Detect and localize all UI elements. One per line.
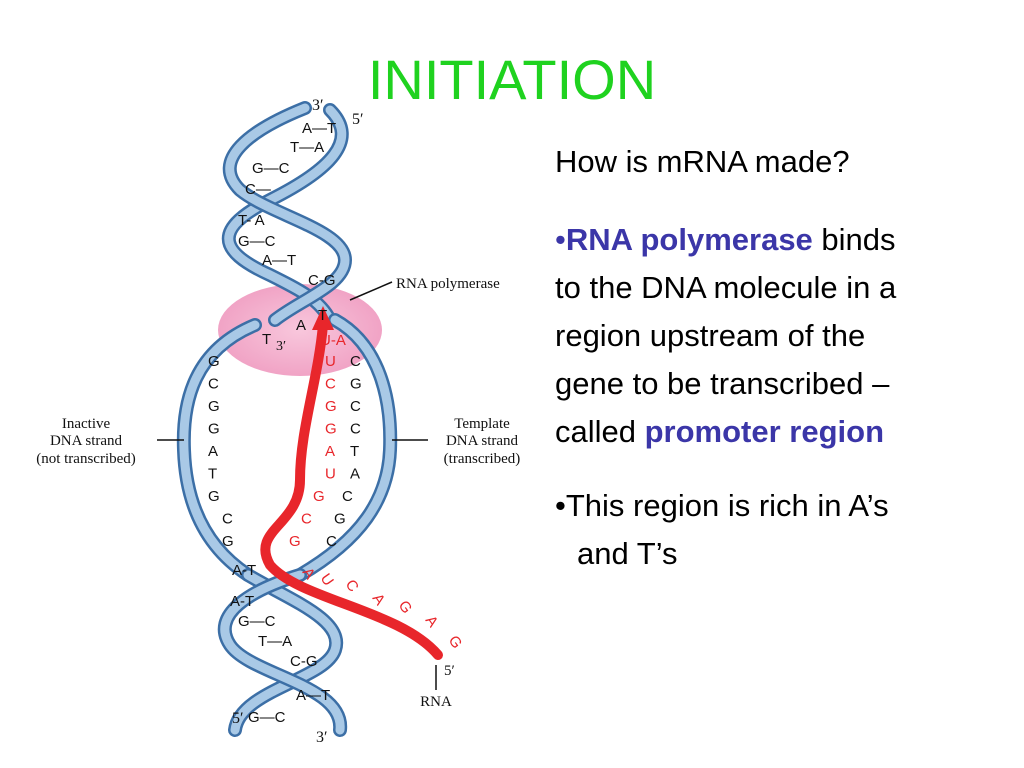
template-base: G <box>334 511 346 528</box>
template-base: C <box>350 353 361 370</box>
nascent-rna-base: A <box>422 613 442 631</box>
label-rna: RNA <box>420 694 452 710</box>
inactive-base: C <box>222 511 233 528</box>
base-pair-row: A—T <box>262 252 296 269</box>
template-base: C <box>350 398 361 415</box>
poly-pair-right: T <box>318 307 327 324</box>
inactive-base: C <box>208 376 219 393</box>
dna-helix-bottom <box>217 568 348 737</box>
mid-left-t: T <box>262 331 271 348</box>
rna-base: A <box>325 443 335 460</box>
rna-strand <box>260 320 443 660</box>
bullet1-line5-prefix: called <box>555 414 645 449</box>
base-pair-row: A—T <box>296 687 330 704</box>
bullet1-line4: gene to be transcribed – <box>555 366 890 401</box>
bullet2-line2: and T’s <box>577 536 678 571</box>
base-pair-row: G—C <box>238 233 276 250</box>
top-5prime: 5′ <box>352 111 364 128</box>
inactive-base: G <box>208 421 220 438</box>
label-template-1: Template <box>454 416 510 432</box>
base-pair-row: C-G <box>308 272 336 289</box>
nascent-rna-base: U <box>317 571 337 590</box>
bottom-5prime: 5′ <box>232 710 244 727</box>
base-pair-row: C— <box>245 181 271 198</box>
label-inactive-1: Inactive <box>62 416 111 432</box>
bottom-3prime: 3′ <box>316 729 328 746</box>
rna-base: C <box>301 511 312 528</box>
dna-bubble <box>176 313 398 582</box>
bullet-rna-polymerase: •RNA polymerase binds to the DNA molecul… <box>555 216 1015 456</box>
base-pair-row: T- A <box>238 212 265 229</box>
rna-base: G <box>325 421 337 438</box>
inactive-base: G <box>222 533 234 550</box>
rna-5prime: 5′ <box>444 663 455 679</box>
base-pair-row: A-T <box>230 593 254 610</box>
top-base-pairs: A—TT—AG—CC—T- AG—CA—TC-G <box>238 120 336 289</box>
inactive-base: G <box>208 488 220 505</box>
bullet1-after: binds <box>812 222 896 257</box>
rna-arrowhead <box>312 306 334 330</box>
inactive-base: G <box>208 353 220 370</box>
inactive-base: G <box>208 398 220 415</box>
bullet2-line1: •This region is rich in A’s <box>555 488 889 523</box>
inactive-base: T <box>208 466 217 483</box>
question-text: How is mRNA made? <box>555 144 850 179</box>
label-inactive-2: DNA strand <box>50 433 123 449</box>
rna-base: U <box>325 353 336 370</box>
mid-3prime: 3′ <box>276 339 286 354</box>
rna-base: G <box>289 533 301 550</box>
dna-helix-top <box>221 101 353 327</box>
template-base: C <box>350 421 361 438</box>
transcription-diagram: A—TT—AG—CC—T- AG—CA—TC-G A-TA-TG—CT—AC-G… <box>36 97 521 746</box>
emphasis-promoter-region: promoter region <box>644 414 885 449</box>
rna-base: C <box>325 376 336 393</box>
base-pair-row: T—A <box>290 139 324 156</box>
base-pair-row: C-G <box>290 653 318 670</box>
rna-base: G <box>325 398 337 415</box>
template-base: A <box>350 466 360 483</box>
bottom-base-pairs: A-T A-T G—C T—A C-G A—T G—C <box>230 562 330 726</box>
inactive-base: A <box>208 443 218 460</box>
top-3prime: 3′ <box>312 97 324 114</box>
base-pair-row: G—C <box>252 160 290 177</box>
rna-polymerase-blob <box>218 284 382 376</box>
bullet-at-rich: •This region is rich in A’s and T’s <box>555 482 1015 578</box>
text-panel: How is mRNA made? •RNA polymerase binds … <box>555 138 1015 578</box>
slide-title: INITIATION <box>367 48 657 111</box>
rna-base: U <box>325 466 336 483</box>
poly-pair-left: A <box>296 317 306 334</box>
bullet1-line3: region upstream of the <box>555 318 866 353</box>
label-template-3: (transcribed) <box>444 451 521 467</box>
template-base: T <box>350 443 359 460</box>
rna-base: G <box>313 488 325 505</box>
bullet1-line2: to the DNA molecule in a <box>555 270 897 305</box>
template-base: C <box>342 488 353 505</box>
base-pair-row: T—A <box>258 633 292 650</box>
base-pair-row: A—T <box>302 120 336 137</box>
template-base: G <box>350 376 362 393</box>
polymerase-leader <box>349 281 393 301</box>
template-base: C <box>326 533 337 550</box>
label-template-2: DNA strand <box>446 433 519 449</box>
emphasis-rna-polymerase: RNA polymerase <box>565 222 813 257</box>
nascent-rna-base: G <box>395 598 416 617</box>
nascent-rna-base: A <box>369 591 389 609</box>
base-pair-row: A-T <box>232 562 256 579</box>
base-pair-row: G—C <box>238 613 276 630</box>
label-rna-polymerase: RNA polymerase <box>396 276 500 292</box>
base-pair-row: G—C <box>248 709 286 726</box>
nascent-rna-base: G <box>445 633 466 652</box>
poly-pair-ua: U-A <box>320 332 346 349</box>
bullet-marker: • <box>555 222 566 257</box>
nascent-rna-base: C <box>342 577 362 596</box>
label-inactive-3: (not transcribed) <box>36 451 136 467</box>
